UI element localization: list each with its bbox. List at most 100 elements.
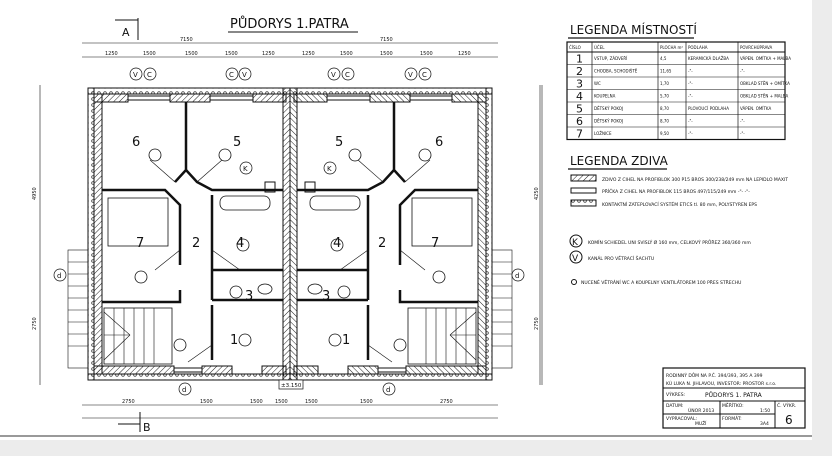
table-cell: -"- <box>740 131 745 136</box>
chimney-k-marker: K <box>323 161 337 175</box>
dim-bottom: 2750 <box>440 399 453 405</box>
room-number: 5 <box>335 135 343 150</box>
number-label: Č. VÝKR. <box>777 402 796 409</box>
table-cell: -"- <box>740 119 745 124</box>
dim-sub: 1500 <box>143 51 156 57</box>
v-symbol-text: KANÁL PRO VĚTRACÍ ŠACHTU <box>588 254 654 262</box>
dim-left: 2750 <box>32 317 38 330</box>
table-header: PLOCHA m² <box>660 45 683 50</box>
dim-bottom: 1500 <box>200 399 213 405</box>
drawing-number: 6 <box>785 413 793 427</box>
wall-legend-title: LEGENDA ZDIVA <box>570 154 669 168</box>
dim-right: 2750 <box>534 317 540 330</box>
format-label: FORMÁT: <box>722 415 742 422</box>
dim-sub: 1500 <box>340 51 353 57</box>
table-cell: CHODBA, SCHODIŠTĚ <box>594 69 638 74</box>
table-cell: KOUPELNA <box>594 94 616 99</box>
svg-text:C: C <box>345 71 350 79</box>
table-header: POVRCHÚPRAVA <box>740 45 773 50</box>
room-legend-number: 3 <box>576 78 583 91</box>
svg-text:K: K <box>243 165 248 173</box>
wall-legend-item: KONTAKTNÍ ZATEPLOVACÍ SYSTÉM ETICS tl. 8… <box>602 200 757 208</box>
svg-text:V: V <box>242 71 247 79</box>
wall-legend-item: PŘÍČKA Z CIHEL NA PROFIBLOK 115 BROS 497… <box>602 187 750 195</box>
window-d-marker: d <box>53 268 67 282</box>
ventilation-note: NUCENÉ VĚTRÁNÍ WC A KOUPELNY VENTILÁTORE… <box>581 278 741 286</box>
table-cell: 5,70 <box>660 94 669 99</box>
section-marker-a: A <box>122 26 130 39</box>
table-cell: 8,70 <box>660 106 669 111</box>
section-marker-b: B <box>143 421 151 434</box>
dim-top: 7150 <box>180 37 193 43</box>
dim-sub: 1250 <box>302 51 315 57</box>
format: 3A4 <box>760 421 769 427</box>
svg-text:V: V <box>133 71 138 79</box>
room-number: 4 <box>333 236 341 251</box>
author: MUŽÍ <box>695 419 707 427</box>
dim-right: 4250 <box>534 187 540 200</box>
window-d-marker: d <box>511 268 525 282</box>
vent-marker: V <box>129 67 143 81</box>
chimney-c-marker: C <box>143 67 157 81</box>
table-cell: VÁPEN. OMÍTKA + MALBA <box>740 56 791 61</box>
dim-bottom: 1500 <box>360 399 373 405</box>
title-block <box>662 367 806 429</box>
table-header: ČÍSLO <box>569 45 581 50</box>
window-d-marker: d <box>178 382 192 396</box>
table-frame <box>566 41 786 141</box>
k-symbol-text: KOMÍN SCHIEDEL UNI SVISLÝ Ø 160 mm, CELK… <box>588 238 751 246</box>
date-label: DATUM: <box>666 403 684 409</box>
chimney-c-marker: C <box>341 67 355 81</box>
svg-text:d: d <box>57 272 61 280</box>
chimney-c-marker: C <box>225 67 239 81</box>
k-symbol: K <box>572 238 579 248</box>
drawing-label: VÝKRES: <box>666 391 685 398</box>
scale-label: MĚŘÍTKO: <box>722 401 744 409</box>
dim-sub: 1500 <box>420 51 433 57</box>
table-cell: -"- <box>688 69 693 74</box>
room-legend-number: 2 <box>576 65 583 78</box>
v-symbol: V <box>572 254 579 264</box>
dim-bottom: 1500 <box>305 399 318 405</box>
room-number: 7 <box>431 236 439 251</box>
room-number: 4 <box>236 236 244 251</box>
window-d-marker: d <box>382 382 396 396</box>
dim-bottom: 2750 <box>122 399 135 405</box>
project-line-1: RODINNÝ DŮM NA P.Č. 394/393, 395 A 399 <box>666 372 763 379</box>
fan-icon <box>571 279 577 285</box>
table-cell: WC <box>594 81 601 86</box>
room-legend-number: 6 <box>576 115 583 128</box>
table-cell: -"- <box>688 81 693 86</box>
dim-top: 7150 <box>380 37 393 43</box>
table-cell: 9,50 <box>660 131 669 136</box>
svg-text:C: C <box>229 71 234 79</box>
vent-marker: V <box>238 67 252 81</box>
svg-text:K: K <box>327 165 332 173</box>
dim-left: 4950 <box>32 187 38 200</box>
room-number: 7 <box>136 236 144 251</box>
table-cell: 4,5 <box>660 56 667 61</box>
plan-title: PŮDORYS 1.PATRA <box>230 16 349 32</box>
dim-sub: 1500 <box>225 51 238 57</box>
table-cell: VSTUP, ZÁDVEŘÍ <box>594 56 628 61</box>
scale: 1:50 <box>760 408 770 414</box>
partition-swatch <box>570 187 597 194</box>
scan-margin <box>812 0 832 456</box>
svg-text:C: C <box>422 71 427 79</box>
author-label: VYPRACOVAL: <box>666 416 697 422</box>
table-cell: -"- <box>688 131 693 136</box>
table-header: PODLAHA <box>688 45 708 50</box>
svg-text:d: d <box>182 386 186 394</box>
room-legend-number: 7 <box>576 128 583 141</box>
svg-text:d: d <box>515 272 519 280</box>
table-cell: VÁPEN. OMÍTKA <box>740 106 771 111</box>
dim-bottom: 1500 <box>275 399 288 405</box>
room-legend-number: 1 <box>576 53 583 66</box>
project-line-2: KÚ LUKA N. JIHLAVOU, INVESTOR: PROSTOR s… <box>666 380 776 387</box>
svg-text:C: C <box>147 71 152 79</box>
room-legend-title: LEGENDA MÍSTNOSTÍ <box>570 22 697 37</box>
room-number: 1 <box>342 333 350 348</box>
vent-marker: V <box>327 67 341 81</box>
room-number: 3 <box>322 289 330 304</box>
chimney-k-marker: K <box>239 161 253 175</box>
